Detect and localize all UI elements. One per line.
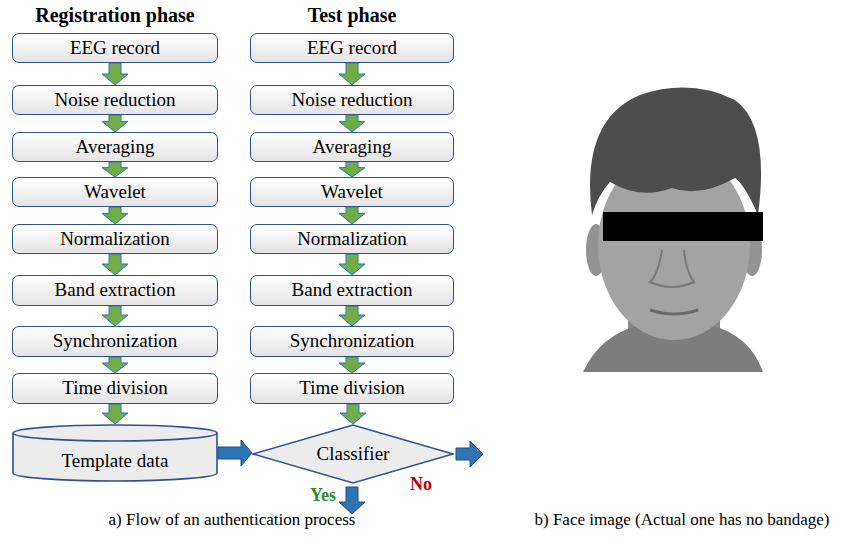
flow-arrow bbox=[102, 115, 128, 132]
node-text: EEG record bbox=[70, 38, 160, 59]
flow-arrow bbox=[102, 207, 128, 224]
flow-arrow bbox=[102, 404, 128, 424]
data-arrow bbox=[218, 440, 252, 466]
process-box: Synchronization bbox=[250, 326, 454, 357]
nose bbox=[650, 250, 694, 287]
flow-arrow bbox=[340, 404, 366, 424]
flow-arrow bbox=[339, 115, 365, 132]
node-text: Noise reduction bbox=[55, 90, 176, 111]
flow-arrow bbox=[339, 63, 365, 85]
node-text: Synchronization bbox=[53, 331, 178, 352]
flow-arrow bbox=[339, 207, 365, 224]
node-text: Wavelet bbox=[321, 182, 383, 203]
flow-arrow bbox=[102, 254, 128, 275]
node-text: Averaging bbox=[313, 137, 392, 158]
no-arrow bbox=[456, 441, 483, 467]
flow-arrow bbox=[102, 357, 128, 373]
face-image bbox=[583, 88, 763, 372]
process-box: EEG record bbox=[12, 33, 218, 63]
sub-caption: a) Flow of an authentication process bbox=[30, 510, 434, 530]
cylinder-rim bbox=[13, 433, 217, 441]
branch-label: Yes bbox=[292, 485, 336, 506]
column-heading: Test phase bbox=[250, 4, 454, 27]
sub-caption: b) Face image (Actual one has no bandage… bbox=[510, 510, 854, 530]
flow-arrow bbox=[102, 63, 128, 85]
process-box: Averaging bbox=[12, 132, 218, 162]
flow-arrow bbox=[339, 306, 365, 326]
process-box: Noise reduction bbox=[12, 85, 218, 115]
node-text: Band extraction bbox=[292, 280, 413, 301]
flow-arrow bbox=[339, 254, 365, 275]
yes-arrow bbox=[339, 487, 365, 514]
eye-bar bbox=[603, 212, 763, 241]
process-box: Synchronization bbox=[12, 326, 218, 357]
node-text: Band extraction bbox=[55, 280, 176, 301]
flow-arrow bbox=[339, 357, 365, 373]
node-text: Classifier bbox=[317, 444, 390, 465]
node-text: Time division bbox=[62, 378, 167, 399]
node-text: Template data bbox=[62, 451, 169, 472]
column-heading: Registration phase bbox=[12, 4, 218, 27]
hair bbox=[590, 88, 761, 215]
process-box: EEG record bbox=[250, 33, 454, 63]
database-cylinder: Template data bbox=[12, 424, 218, 482]
process-box: Time division bbox=[250, 373, 454, 404]
node-text: Normalization bbox=[60, 229, 170, 250]
process-box: Normalization bbox=[250, 224, 454, 254]
node-text: Wavelet bbox=[84, 182, 146, 203]
process-box: Wavelet bbox=[12, 177, 218, 207]
process-box: Time division bbox=[12, 373, 218, 404]
process-box: Noise reduction bbox=[250, 85, 454, 115]
process-box: Normalization bbox=[12, 224, 218, 254]
node-text: Time division bbox=[299, 378, 404, 399]
flow-arrow bbox=[339, 162, 365, 177]
process-box: Wavelet bbox=[250, 177, 454, 207]
flow-arrow bbox=[102, 162, 128, 177]
node-text: Noise reduction bbox=[292, 90, 413, 111]
process-box: Band extraction bbox=[12, 275, 218, 306]
node-text: Normalization bbox=[297, 229, 407, 250]
node-text: Synchronization bbox=[290, 331, 415, 352]
process-box: Band extraction bbox=[250, 275, 454, 306]
cylinder-body bbox=[13, 425, 217, 481]
node-text: Averaging bbox=[76, 137, 155, 158]
node-text: EEG record bbox=[307, 38, 397, 59]
flow-arrow bbox=[102, 306, 128, 326]
branch-label: No bbox=[410, 474, 450, 495]
process-box: Averaging bbox=[250, 132, 454, 162]
mouth bbox=[650, 310, 698, 314]
